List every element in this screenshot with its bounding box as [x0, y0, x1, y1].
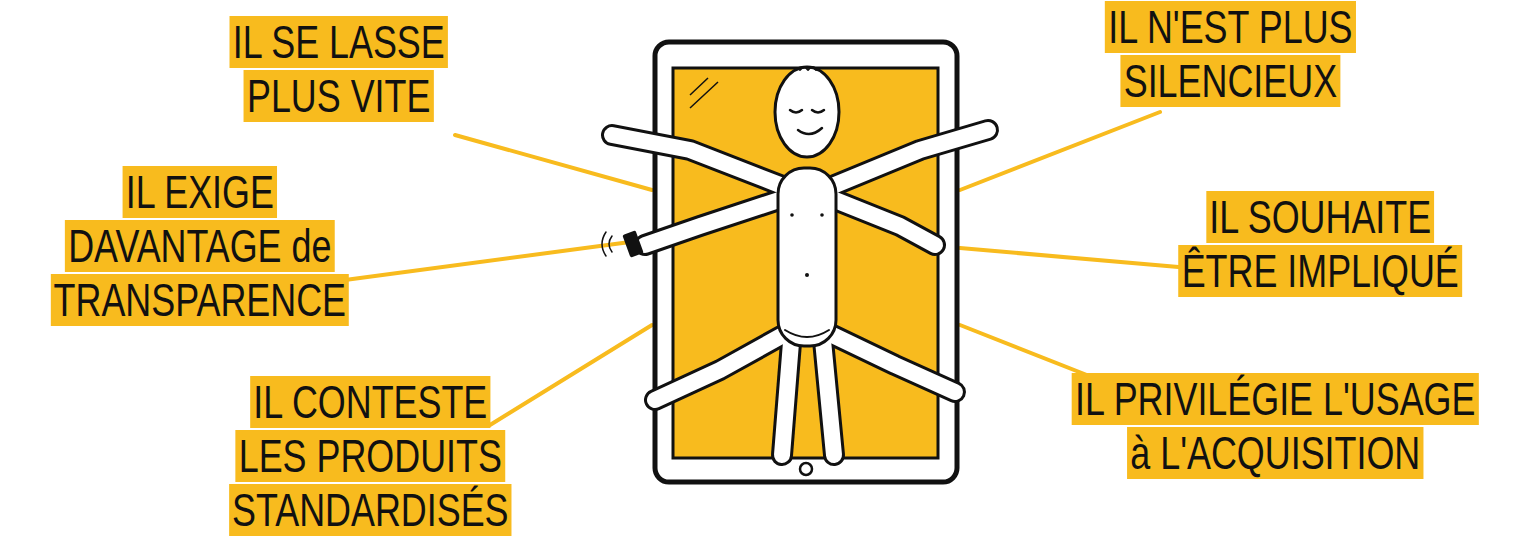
hair — [800, 67, 816, 70]
callout-label-block: IL N'EST PLUS SILENCIEUX — [1090, 0, 1371, 108]
navel — [805, 273, 809, 277]
limbs — [612, 130, 988, 455]
leader-line — [960, 248, 1190, 268]
leader-line — [490, 325, 652, 425]
callout-label-block: IL SOUHAITE ÊTRE IMPLIQUÉ — [1172, 190, 1468, 298]
remote-signal — [602, 232, 612, 256]
callout-label: IL SE LASSE PLUS VITE — [230, 16, 448, 122]
callout-label: IL PRIVILÉGIE L'USAGE à L'ACQUISITION — [1072, 373, 1479, 479]
callout-label-block: IL PRIVILÉGIE L'USAGE à L'ACQUISITION — [1067, 372, 1484, 480]
tablet-screen — [673, 68, 938, 458]
callout-label-block: IL CONTESTE LES PRODUITS STANDARDISÉS — [226, 375, 515, 537]
nipple — [820, 213, 824, 217]
tablet — [655, 42, 957, 482]
limb-outlines — [612, 130, 988, 455]
callout-label: IL EXIGE DAVANTAGE de TRANSPARENCE — [50, 166, 349, 326]
head — [775, 67, 839, 157]
callout-label-block: IL SE LASSE PLUS VITE — [210, 15, 467, 123]
tablet-frame — [655, 42, 957, 482]
callout-label: IL N'EST PLUS SILENCIEUX — [1105, 1, 1355, 107]
leader-line — [330, 242, 630, 282]
closed-eyes — [790, 110, 824, 113]
torso — [778, 168, 836, 346]
callout-label: IL CONTESTE LES PRODUITS STANDARDISÉS — [229, 376, 512, 536]
screen-glare — [690, 78, 718, 108]
remote-control — [622, 230, 643, 257]
home-button — [800, 463, 812, 475]
smile — [798, 128, 822, 134]
figure — [602, 67, 988, 455]
callout-label-block: IL EXIGE DAVANTAGE de TRANSPARENCE — [36, 165, 364, 327]
nipple — [790, 213, 794, 217]
callout-label: IL SOUHAITE ÊTRE IMPLIQUÉ — [1179, 191, 1462, 297]
briefs-line — [785, 330, 829, 337]
